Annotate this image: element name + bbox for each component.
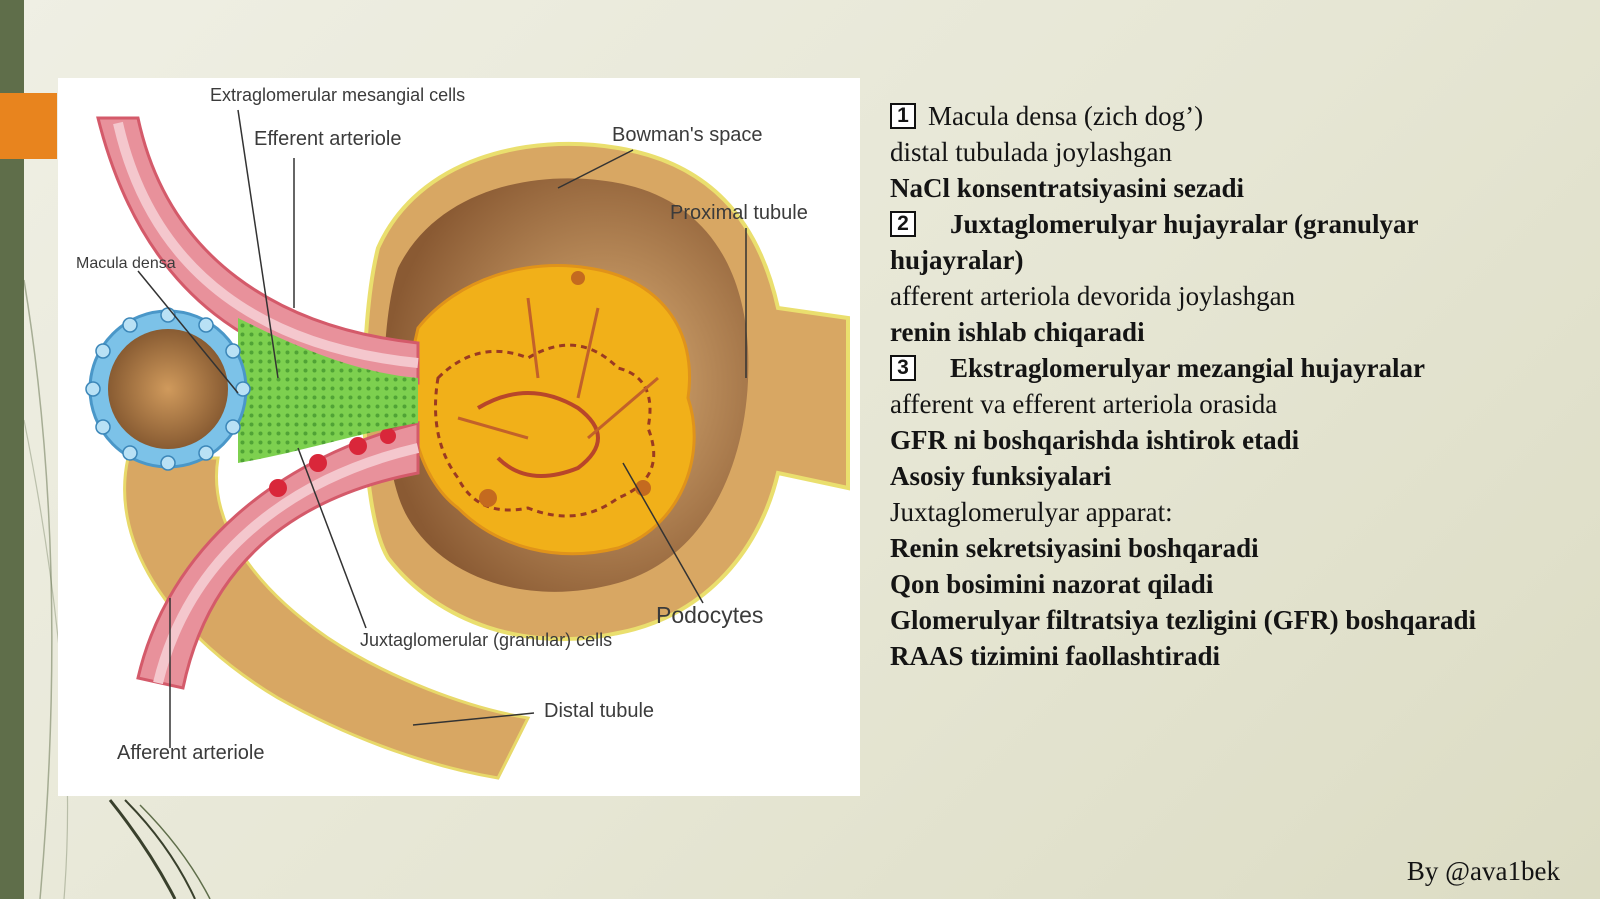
item1-marker: 1 xyxy=(890,103,916,129)
function-item: Renin sekretsiyasini boshqaradi xyxy=(890,533,1259,563)
apparatus-label: Juxtaglomerulyar apparat: xyxy=(890,497,1173,527)
item2-title-a: Juxtaglomerulyar hujayralar (granulyar xyxy=(950,209,1419,239)
item2-title-line: 2 Juxtaglomerulyar hujayralar (granulyar xyxy=(890,206,1580,242)
item3-title-line: 3 Ekstraglomerulyar mezangial hujayralar xyxy=(890,350,1580,386)
glomerulus-shape xyxy=(408,264,696,556)
item1-title: Macula densa (zich dog’) xyxy=(928,101,1204,131)
item3-title: Ekstraglomerulyar mezangial hujayralar xyxy=(950,353,1425,383)
label-macula-densa: Macula densa xyxy=(76,255,176,272)
item2-line2: renin ishlab chiqaradi xyxy=(890,317,1145,347)
function-item: RAAS tizimini faollashtiradi xyxy=(890,641,1221,671)
label-proximal-tubule: Proximal tubule xyxy=(670,202,808,224)
description-text-panel: 1 Macula densa (zich dog’) distal tubulad… xyxy=(890,98,1580,674)
label-distal-tubule: Distal tubule xyxy=(544,700,655,722)
item3-marker: 3 xyxy=(890,355,916,381)
label-afferent-arteriole: Afferent arteriole xyxy=(117,742,265,764)
author-byline: By @ava1bek xyxy=(1406,856,1560,886)
function-item: Qon bosimini nazorat qiladi xyxy=(890,569,1214,599)
item3-line2: GFR ni boshqarishda ishtirok etadi xyxy=(890,425,1300,455)
item2-line1: afferent arteriola devorida joylashgan xyxy=(890,281,1296,311)
label-bowmans-space: Bowman's space xyxy=(612,124,763,146)
item1-title-line: 1 Macula densa (zich dog’) xyxy=(890,98,1580,134)
item1-line2: NaCl konsentratsiyasini sezadi xyxy=(890,173,1245,203)
function-item: Glomerulyar filtratsiya tezligini (GFR) … xyxy=(890,605,1476,635)
item1-line1: distal tubulada joylashgan xyxy=(890,137,1172,167)
label-efferent-arteriole: Efferent arteriole xyxy=(254,128,402,150)
diagram-illustration xyxy=(85,109,850,780)
label-podocytes: Podocytes xyxy=(656,602,764,628)
item2-marker: 2 xyxy=(890,211,916,237)
item2-title-b: hujayralar) xyxy=(890,245,1024,275)
label-juxtaglomerular-cells: Juxtaglomerular (granular) cells xyxy=(360,630,613,650)
label-extraglomerular: Extraglomerular mesangial cells xyxy=(210,85,466,105)
item3-line1: afferent va efferent arteriola orasida xyxy=(890,389,1278,419)
juxtaglomerular-apparatus-diagram: Extraglomerular mesangial cells Efferent… xyxy=(58,78,860,796)
orange-accent xyxy=(0,93,57,159)
functions-title: Asosiy funksiyalari xyxy=(890,461,1112,491)
